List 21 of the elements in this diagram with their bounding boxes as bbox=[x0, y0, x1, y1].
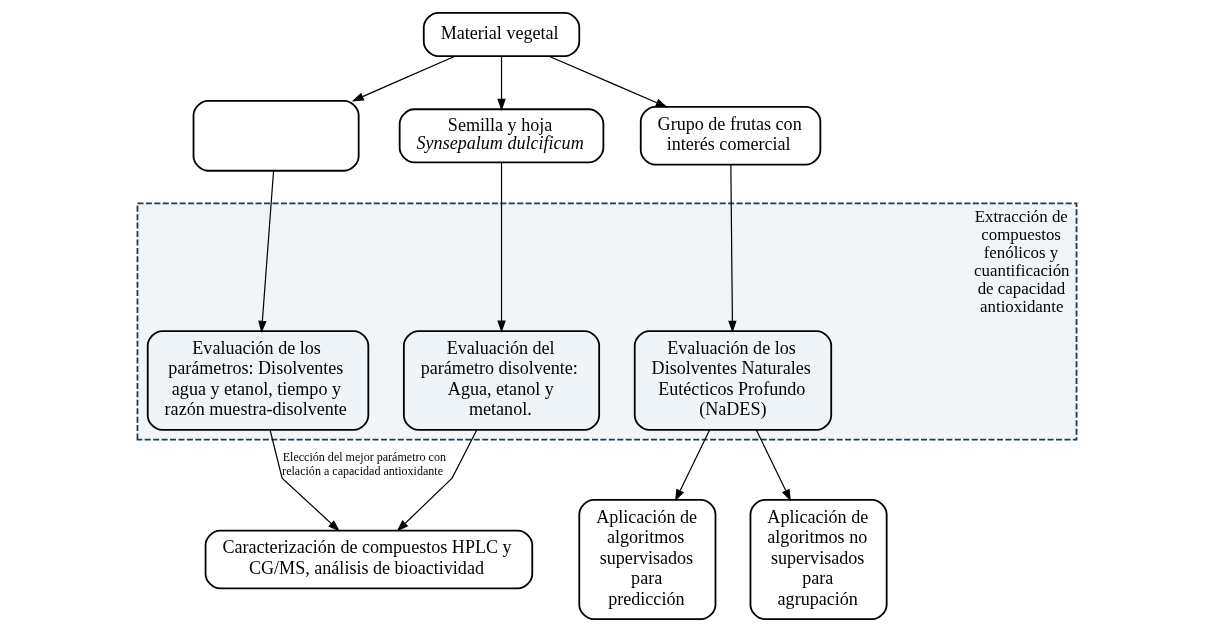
node-box: Aplicación de algoritmos no supervisados para agrupación bbox=[749, 498, 888, 621]
node-box: Evaluación de los parámetros: Disolventes agua y etanol, tiempo y razón muestra-disolvente bbox=[146, 330, 370, 431]
arrow bbox=[548, 55, 668, 108]
arrow bbox=[351, 55, 455, 102]
arrow bbox=[269, 429, 340, 532]
node-box: Aplicación de algoritmos supervisados para predicción bbox=[578, 498, 717, 621]
arrow bbox=[396, 429, 478, 532]
arrow bbox=[258, 170, 275, 333]
arrow bbox=[728, 164, 737, 333]
arrow bbox=[497, 161, 506, 333]
node-box: Evaluación del parámetro disolvente: Agua, etanol y metanol. bbox=[402, 330, 601, 431]
edge-label: Elección del mejor parámetro con relación a capacidad antioxidante bbox=[282, 450, 446, 478]
node-box: Grupo de frutas con interés comercial bbox=[639, 105, 822, 166]
node-box: Material vegetal bbox=[422, 11, 581, 58]
node-box: Semilla y hoja Synsepalum dulcificum bbox=[398, 108, 605, 164]
node-box: Caracterización de compuestos HPLC y CG/MS, análisis de bioactividad bbox=[204, 529, 534, 590]
arrow bbox=[755, 429, 791, 502]
node-box bbox=[192, 99, 360, 172]
arrow bbox=[497, 56, 506, 111]
node-box: Evaluación de los Disolventes Naturales Eutécticos Profundo (NaDES) bbox=[633, 330, 833, 431]
arrow bbox=[674, 429, 711, 502]
